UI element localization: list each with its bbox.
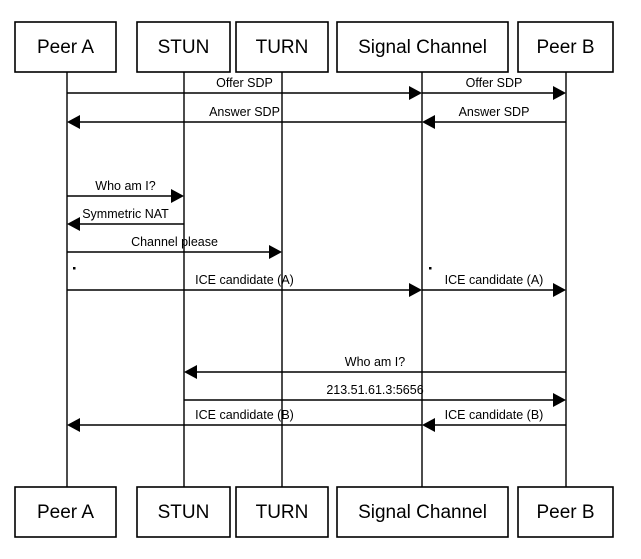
arrow-head-icon	[553, 86, 566, 100]
annotation-dot-2	[429, 267, 432, 270]
participant-box-frame	[136, 486, 231, 538]
participant-box-stun-bottom[interactable]: STUN	[136, 486, 231, 538]
participant-label: Signal Channel	[358, 502, 487, 523]
participant-label: TURN	[256, 502, 309, 523]
message-label: Symmetric NAT	[82, 207, 169, 221]
arrow-head-icon	[422, 418, 435, 432]
participant-label: STUN	[158, 502, 210, 523]
participant-label: Peer B	[536, 37, 594, 58]
messages-group: Offer SDP Offer SDP Answer SDP Answer SDP Wh…	[67, 76, 566, 432]
participant-boxes-top: Peer A STUN TURN Signal Channel Peer B	[14, 21, 614, 73]
arrow-head-icon	[67, 418, 80, 432]
arrow-head-icon	[553, 283, 566, 297]
message-label: Offer SDP	[466, 76, 523, 90]
message-label: Who am I?	[95, 179, 155, 193]
participant-box-turn-bottom[interactable]: TURN	[235, 486, 329, 538]
arrow-head-icon	[409, 86, 422, 100]
message-3-peerB-to-signal[interactable]: Answer SDP	[422, 105, 566, 129]
participant-box-signal-top[interactable]: Signal Channel	[336, 21, 509, 73]
participant-box-frame	[517, 21, 614, 73]
participant-label: Signal Channel	[358, 37, 487, 58]
message-label: ICE candidate (A)	[195, 273, 294, 287]
message-1-peerA-to-signal[interactable]: Offer SDP	[67, 76, 422, 100]
message-label: Offer SDP	[216, 76, 273, 90]
participant-boxes-bottom: Peer A STUN TURN Signal Channel Peer B	[14, 486, 614, 538]
participant-box-peerA-top[interactable]: Peer A	[14, 21, 117, 73]
participant-box-frame	[517, 486, 614, 538]
participant-box-stun-top[interactable]: STUN	[136, 21, 231, 73]
arrow-head-icon	[422, 115, 435, 129]
message-13-signal-to-peerA[interactable]: ICE candidate (B)	[67, 408, 422, 432]
message-label: Answer SDP	[459, 105, 530, 119]
participant-box-peerB-top[interactable]: Peer B	[517, 21, 614, 73]
participant-box-frame	[336, 486, 509, 538]
message-6-stun-to-peerA[interactable]: Symmetric NAT	[67, 207, 184, 231]
participant-label: Peer A	[37, 37, 94, 58]
participant-box-frame	[336, 21, 509, 73]
message-label: Channel please	[131, 235, 218, 249]
message-label: 213.51.61.3:5656	[326, 383, 423, 397]
participant-box-signal-bottom[interactable]: Signal Channel	[336, 486, 509, 538]
participant-box-frame	[14, 486, 117, 538]
arrow-head-icon	[171, 189, 184, 203]
arrow-head-icon	[184, 365, 197, 379]
participant-box-peerA-bottom[interactable]: Peer A	[14, 486, 117, 538]
participant-label: STUN	[158, 37, 210, 58]
message-10-peerB-to-stun[interactable]: Who am I?	[184, 355, 566, 379]
message-label: Answer SDP	[209, 105, 280, 119]
message-9-signal-to-peerB[interactable]: ICE candidate (A)	[422, 273, 566, 297]
message-11-stun-to-peerB[interactable]: 213.51.61.3:5656	[184, 383, 566, 407]
participant-box-frame	[235, 21, 329, 73]
message-5-peerA-to-stun[interactable]: Who am I?	[67, 179, 184, 203]
participant-box-frame	[14, 21, 117, 73]
participant-box-frame	[235, 486, 329, 538]
participant-box-turn-top[interactable]: TURN	[235, 21, 329, 73]
participant-box-frame	[136, 21, 231, 73]
message-label: ICE candidate (B)	[445, 408, 544, 422]
message-label: ICE candidate (A)	[445, 273, 544, 287]
arrow-head-icon	[269, 245, 282, 259]
participant-label: Peer B	[536, 502, 594, 523]
arrow-head-icon	[553, 393, 566, 407]
participant-label: TURN	[256, 37, 309, 58]
message-7-peerA-to-turn[interactable]: Channel please	[67, 235, 282, 259]
arrow-head-icon	[67, 217, 80, 231]
message-2-signal-to-peerB[interactable]: Offer SDP	[422, 76, 566, 100]
message-label: ICE candidate (B)	[195, 408, 294, 422]
annotation-dots-group	[73, 267, 432, 270]
message-4-signal-to-peerA[interactable]: Answer SDP	[67, 105, 422, 129]
arrow-head-icon	[67, 115, 80, 129]
participant-box-peerB-bottom[interactable]: Peer B	[517, 486, 614, 538]
arrow-head-icon	[409, 283, 422, 297]
participant-label: Peer A	[37, 502, 94, 523]
annotation-dot-1	[73, 267, 76, 270]
message-8-peerA-to-signal[interactable]: ICE candidate (A)	[67, 273, 422, 297]
lifelines-group	[66, 72, 567, 487]
message-label: Who am I?	[345, 355, 405, 369]
message-12-peerB-to-signal[interactable]: ICE candidate (B)	[422, 408, 566, 432]
